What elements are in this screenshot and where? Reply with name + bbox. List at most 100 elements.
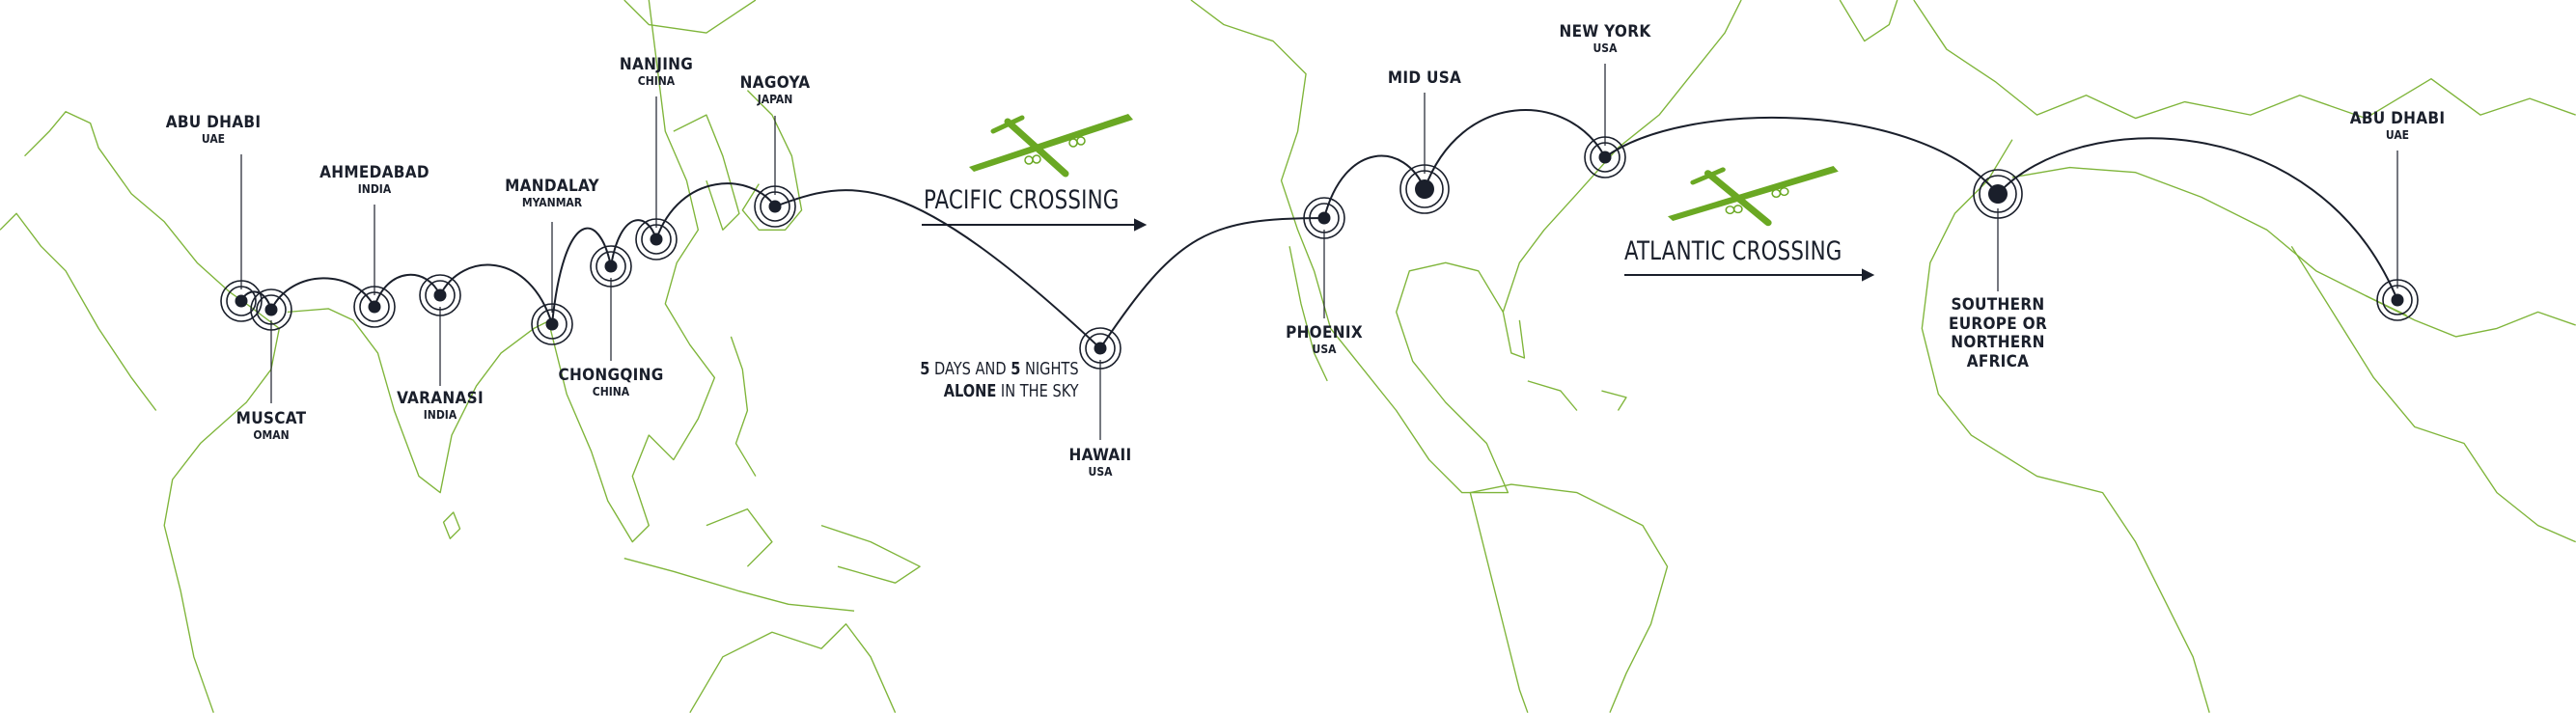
city-name: VARANASI (397, 389, 484, 408)
route-segment (610, 219, 657, 267)
marker-ring (2376, 279, 2419, 321)
city-name: MID USA (1387, 69, 1462, 88)
coast-australia (689, 623, 897, 713)
marker-dot (604, 260, 618, 273)
city-name: PHOENIX (1286, 323, 1363, 343)
stop-marker[interactable] (1399, 164, 1450, 214)
note-days-number: 5 (920, 359, 930, 379)
coast-sri-lanka (442, 511, 461, 539)
stop-marker[interactable] (1079, 327, 1122, 370)
marker-dot (368, 300, 381, 314)
route-segment (1604, 116, 1999, 195)
city-name: NAGOYA (739, 73, 811, 93)
coast-new-guinea (820, 524, 921, 584)
city-name: NANJING (619, 55, 694, 74)
route-segment (439, 263, 553, 325)
solar-plane-icon (969, 114, 1133, 178)
city-name: MANDALAY (505, 177, 599, 196)
marker-ring (641, 224, 672, 255)
marker-ring (1085, 333, 1116, 364)
marker-ring (635, 218, 678, 261)
stop-marker[interactable] (2376, 279, 2419, 321)
marker-ring (353, 286, 396, 328)
city-name: MUSCAT (235, 409, 307, 428)
coast-south-america (1469, 483, 1669, 713)
coast-china-north (623, 0, 757, 34)
marker-ring (596, 251, 626, 282)
route-segment (551, 227, 612, 325)
marker-ring (256, 294, 287, 325)
note-nights-number: 5 (1011, 359, 1021, 379)
marker-dot (264, 303, 278, 316)
route-segment (1997, 137, 2398, 301)
country-name: OMAN (253, 427, 290, 442)
country-name: CHINA (637, 73, 676, 88)
stop-marker[interactable] (419, 274, 461, 316)
marker-dot (545, 317, 559, 331)
marker-dot (1598, 151, 1612, 164)
country-name: CHINA (592, 384, 630, 398)
coast-east-arabia (2365, 294, 2576, 338)
pacific-crossing-label: PACIFIC CROSSING (924, 185, 1120, 215)
note-text: NIGHTS (1020, 359, 1079, 379)
marker-dot (1988, 184, 2008, 204)
marker-ring (1405, 170, 1444, 208)
stop-label: MID USA (1388, 69, 1461, 89)
country-name: MYANMAR (521, 195, 583, 209)
coast-indonesia (623, 507, 855, 612)
atlantic-crossing-label: ATLANTIC CROSSING (1624, 236, 1842, 266)
coast-india (287, 308, 551, 494)
city-name: HAWAII (1068, 446, 1132, 465)
stop-marker[interactable] (250, 288, 292, 331)
route-segment (774, 189, 1101, 349)
stop-markers (220, 136, 2419, 370)
pacific-note: 5 DAYS AND 5 NIGHTS ALONE IN THE SKY (921, 358, 1079, 403)
coast-mediterranean (2011, 166, 2407, 316)
route-segment (1099, 217, 1325, 349)
marker-ring (1309, 203, 1340, 233)
stop-marker[interactable] (220, 280, 263, 322)
coast-western-africa (1921, 139, 2210, 713)
marker-dot (650, 233, 663, 246)
marker-ring (760, 191, 790, 222)
stop-marker[interactable] (1584, 136, 1626, 178)
marker-ring (419, 274, 461, 316)
country-name: INDIA (357, 181, 392, 196)
stop-marker[interactable] (531, 303, 573, 345)
coast-florida (1502, 312, 1526, 359)
stop-marker[interactable] (635, 218, 678, 261)
stop-marker[interactable] (1973, 169, 2023, 219)
marker-ring (1399, 164, 1450, 214)
coast-north-america (1190, 0, 1742, 494)
flight-route (240, 109, 2398, 349)
solar-plane-icon (1668, 166, 1839, 227)
marker-ring (1590, 142, 1620, 173)
stop-marker[interactable] (353, 286, 396, 328)
country-name: UAE (201, 131, 226, 146)
stop-marker[interactable] (754, 185, 796, 228)
country-name: USA (1593, 41, 1618, 55)
marker-ring (250, 288, 292, 331)
marker-ring (531, 303, 573, 345)
coast-europe (1913, 0, 2576, 120)
country-name: JAPAN (757, 92, 793, 106)
note-text: IN THE SKY (996, 381, 1079, 402)
coast-greenland (1839, 0, 1898, 42)
stop-marker[interactable] (1303, 197, 1345, 239)
stop-marker[interactable] (590, 245, 632, 288)
city-name: CHONGQING (558, 366, 664, 385)
coast-philippines (730, 336, 757, 477)
marker-dot (433, 288, 447, 302)
marker-ring (2382, 285, 2413, 315)
marker-ring (1303, 197, 1345, 239)
